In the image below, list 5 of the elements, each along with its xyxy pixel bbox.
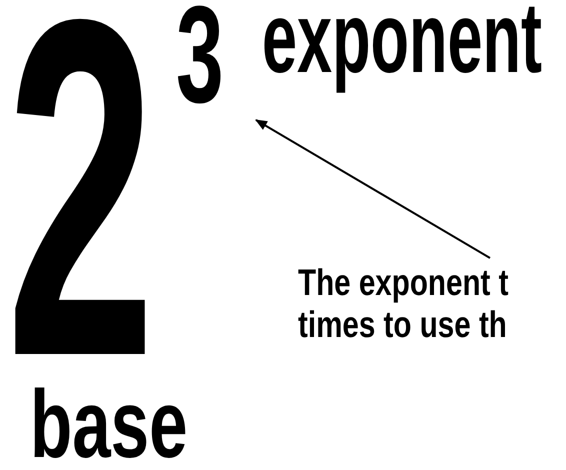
explanation-text: The exponent t times to use th (298, 262, 526, 346)
arrow (255, 119, 490, 259)
exponent-digit: 3 (176, 0, 256, 120)
base-label: base (30, 377, 188, 470)
exponent-label: exponent (262, 0, 542, 93)
